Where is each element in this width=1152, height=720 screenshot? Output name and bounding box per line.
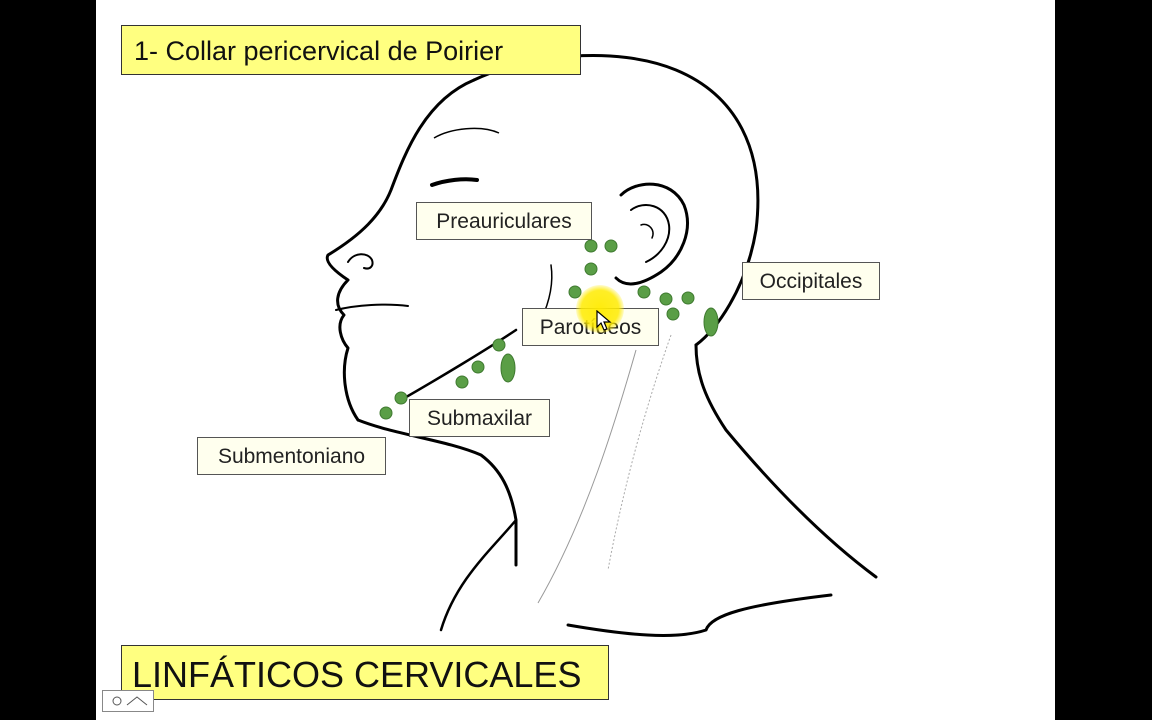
head-neck-illustration — [96, 0, 1055, 720]
lymph-node — [667, 308, 679, 320]
player-glyph — [103, 691, 153, 711]
lymph-node — [585, 263, 597, 275]
lymph-node — [501, 354, 515, 382]
slide-footer-title: LINFÁTICOS CERVICALES — [121, 645, 609, 700]
lymph-node — [704, 308, 718, 336]
label-parotideos: Parotídeos — [522, 308, 659, 346]
label-submentoniano: Submentoniano — [197, 437, 386, 475]
lymph-node — [472, 361, 484, 373]
neck-guide-line-dotted — [608, 335, 671, 570]
lymph-node — [456, 376, 468, 388]
slide: 1- Collar pericervical de Poirier Preaur… — [96, 0, 1055, 720]
lymph-node — [380, 407, 392, 419]
label-submaxilar: Submaxilar — [409, 399, 550, 437]
lymph-node — [395, 392, 407, 404]
lymph-node — [493, 339, 505, 351]
mouse-pointer-icon — [596, 310, 612, 332]
eye — [432, 179, 477, 185]
video-player-controls-icon[interactable] — [102, 690, 154, 712]
lymph-node — [585, 240, 597, 252]
label-occipitales: Occipitales — [742, 262, 880, 300]
skull-outline — [474, 56, 758, 345]
neck-guide-line — [538, 350, 636, 603]
lymph-node — [605, 240, 617, 252]
neck-back — [696, 345, 876, 577]
ear-inner — [631, 205, 669, 262]
slide-title: 1- Collar pericervical de Poirier — [121, 25, 581, 75]
ear-outline — [616, 184, 687, 284]
lymph-node — [638, 286, 650, 298]
lymph-node — [569, 286, 581, 298]
lymph-node — [682, 292, 694, 304]
label-preauriculares: Preauriculares — [416, 202, 592, 240]
nostril — [348, 254, 373, 268]
ear-detail — [641, 224, 653, 238]
neck-front — [441, 520, 516, 630]
mouth-line — [336, 305, 408, 310]
shoulder-line — [568, 595, 831, 635]
eyebrow — [434, 128, 499, 138]
lymph-node — [660, 293, 672, 305]
